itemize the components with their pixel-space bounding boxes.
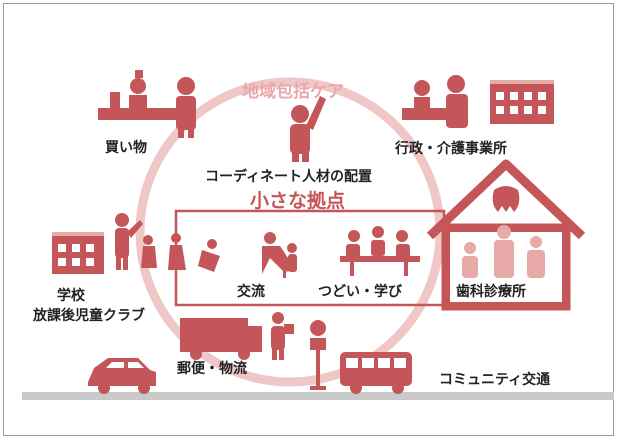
admin-icon <box>402 75 554 128</box>
hub-title: 小さな拠点 <box>250 190 346 212</box>
shopping-icon <box>98 70 196 138</box>
postal-icon <box>180 312 294 360</box>
label-postal: 郵便・物流 <box>177 361 247 377</box>
care-title: 地域包括ケア <box>242 82 344 102</box>
frame <box>3 3 614 436</box>
clinic-house-icon <box>426 159 586 311</box>
car-windows <box>106 362 144 368</box>
coordinator-icon <box>290 96 326 162</box>
label-admin: 行政・介護事業所 <box>395 141 507 157</box>
label-clinic: 歯科診療所 <box>456 284 526 300</box>
gathering-icon <box>340 226 420 276</box>
school-windows <box>58 244 94 266</box>
bus-windows <box>346 358 406 368</box>
label-afterschool: 放課後児童クラブ <box>33 308 145 324</box>
label-gathering: つどい・学び <box>318 284 402 300</box>
admin-building-windows <box>496 92 546 114</box>
label-transport: コミュニティ交通 <box>439 372 551 388</box>
ground-line <box>22 392 614 400</box>
label-shopping: 買い物 <box>105 140 147 156</box>
exchange-icon <box>262 232 297 278</box>
label-school: 学校 <box>57 288 85 304</box>
label-coordinator: コーディネート人材の配置 <box>205 169 373 185</box>
bus-stop-icon <box>310 320 326 390</box>
school-icon <box>52 213 220 274</box>
label-exchange: 交流 <box>237 284 265 300</box>
